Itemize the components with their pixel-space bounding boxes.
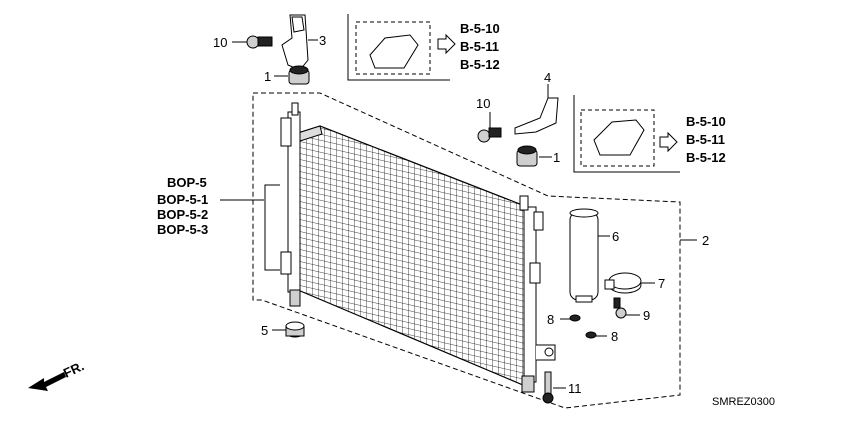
direction-label: FR. bbox=[61, 358, 86, 380]
ref-top-3: B-5-12 bbox=[460, 57, 500, 72]
callout-7: 7 bbox=[658, 276, 665, 291]
cushion-1-mid bbox=[516, 145, 538, 167]
callout-8-upper: 8 bbox=[547, 312, 554, 327]
ref-bop-2: BOP-5-1 bbox=[157, 192, 208, 207]
callout-9: 9 bbox=[643, 308, 650, 323]
callout-10-top: 10 bbox=[213, 35, 227, 50]
o-ring-lower bbox=[585, 331, 597, 339]
callout-4: 4 bbox=[544, 70, 551, 85]
ref-top-2: B-5-11 bbox=[460, 39, 499, 54]
ref-inset-mid bbox=[573, 95, 680, 173]
cushion-5 bbox=[285, 321, 305, 338]
dryer-clamp bbox=[604, 272, 642, 294]
ref-bop-4: BOP-5-3 bbox=[157, 222, 208, 237]
callout-2: 2 bbox=[702, 233, 709, 248]
upper-bracket bbox=[281, 14, 309, 71]
callout-5: 5 bbox=[261, 323, 268, 338]
ref-mid-1: B-5-10 bbox=[686, 114, 726, 129]
side-bracket bbox=[514, 97, 559, 135]
ref-mid-2: B-5-11 bbox=[686, 132, 725, 147]
callout-8-lower: 8 bbox=[611, 329, 618, 344]
ref-mid-3: B-5-12 bbox=[686, 150, 726, 165]
bolt-10-mid bbox=[477, 127, 502, 143]
callout-1-mid: 1 bbox=[553, 150, 560, 165]
bolt-10-top bbox=[246, 35, 273, 49]
condenser-core bbox=[297, 125, 531, 389]
bop-bracket bbox=[264, 184, 280, 271]
cushion-1-top bbox=[288, 65, 310, 85]
leader-lines bbox=[232, 39, 697, 389]
drawing-code: SMREZ0300 bbox=[712, 396, 775, 408]
bolt-11 bbox=[542, 371, 554, 404]
callout-6: 6 bbox=[612, 229, 619, 244]
o-ring-upper bbox=[569, 314, 581, 322]
right-tank bbox=[519, 195, 556, 393]
ref-top-1: B-5-10 bbox=[460, 21, 500, 36]
callout-11: 11 bbox=[568, 381, 582, 396]
ref-inset-top bbox=[347, 14, 456, 81]
callout-1-top: 1 bbox=[264, 69, 271, 84]
receiver-dryer bbox=[569, 208, 599, 303]
assembly-outline bbox=[252, 92, 681, 409]
ref-bop-1: BOP-5 bbox=[167, 175, 207, 190]
bolt-9 bbox=[613, 297, 627, 319]
callout-10-mid: 10 bbox=[476, 96, 490, 111]
forward-arrow-icon bbox=[28, 372, 66, 391]
callout-3: 3 bbox=[319, 33, 326, 48]
ref-bop-3: BOP-5-2 bbox=[157, 207, 208, 222]
left-tank bbox=[280, 102, 301, 307]
